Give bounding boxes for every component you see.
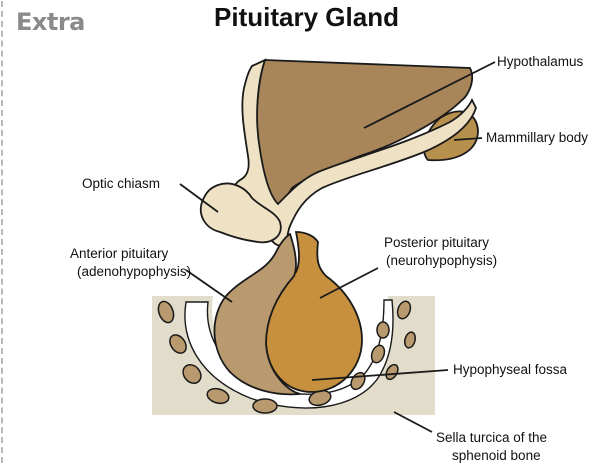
label-sella-turcica: Sella turcica of the: [436, 430, 547, 445]
label-hypothalamus: Hypothalamus: [497, 54, 584, 69]
label-adenohypophysis: (adenohypophysis): [77, 264, 191, 279]
label-mammillary-body: Mammillary body: [486, 130, 588, 145]
label-hypophyseal-fossa: Hypophyseal fossa: [453, 362, 568, 377]
label-anterior-pituitary: Anterior pituitary: [70, 246, 169, 261]
label-posterior-pituitary: Posterior pituitary: [384, 235, 489, 250]
label-neurohypophysis: (neurohypophysis): [386, 253, 497, 268]
label-sphenoid-bone: sphenoid bone: [452, 448, 541, 463]
label-optic-chiasm: Optic chiasm: [82, 176, 160, 191]
